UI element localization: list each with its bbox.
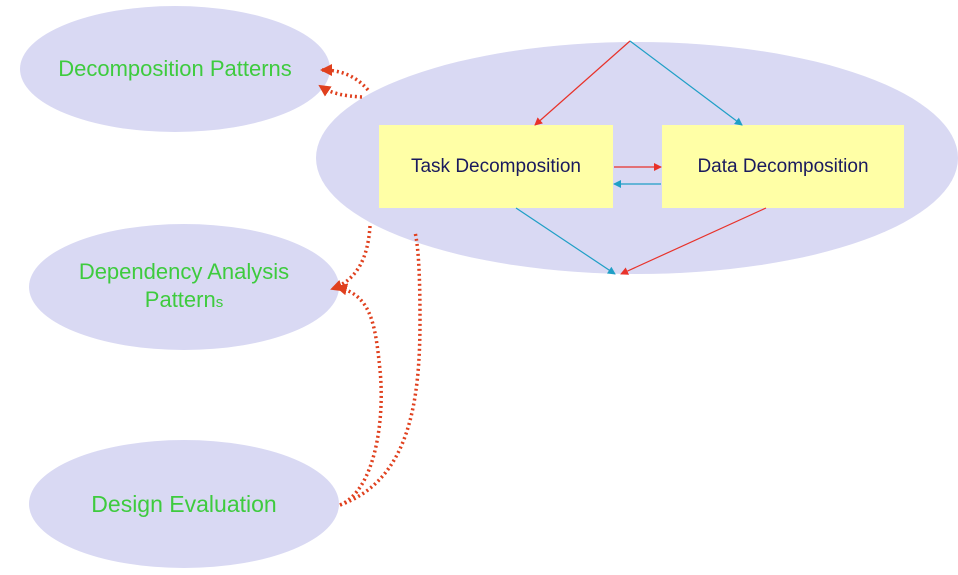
dependency-analysis-line2-main: Pattern [144,286,216,312]
decomposition-patterns-oval [20,6,330,132]
decomposition-patterns-label: Decomposition Patterns [20,52,330,86]
data-decomposition-box [662,125,904,208]
decomposition-group-oval [316,42,958,274]
data-decomposition-label: Data Decomposition [662,125,904,208]
arrow-top-to-task [534,40,631,126]
arrow-top-to-data [629,40,743,126]
decomposition-patterns-text: Decomposition Patterns [58,56,292,81]
design-evaluation-text: Design Evaluation [91,491,277,517]
data-decomposition-text: Data Decomposition [697,155,869,177]
task-decomposition-text: Task Decomposition [410,155,582,177]
arrow-task-to-bottom [515,207,616,275]
dotted-arrow-group-to-decomposition-1 [320,64,370,92]
dotted-arrow-group-to-decomposition-2 [318,84,363,99]
dependency-analysis-label: Dependency Analysis Patterns [29,258,339,316]
task-decomposition-box [379,125,613,208]
dependency-analysis-line2: Patterns [145,286,223,317]
dependency-analysis-line1: Dependency Analysis [78,258,290,284]
dependency-analysis-oval [29,224,339,350]
dotted-arrow-evaluation-to-group [339,231,422,507]
design-evaluation-oval [29,440,339,568]
dependency-analysis-line2-small: s [215,293,224,311]
task-decomposition-label: Task Decomposition [379,125,613,208]
design-evaluation-label: Design Evaluation [29,487,339,521]
arrow-data-to-bottom [620,207,767,275]
dotted-arrow-evaluation-to-dependency [335,283,383,507]
